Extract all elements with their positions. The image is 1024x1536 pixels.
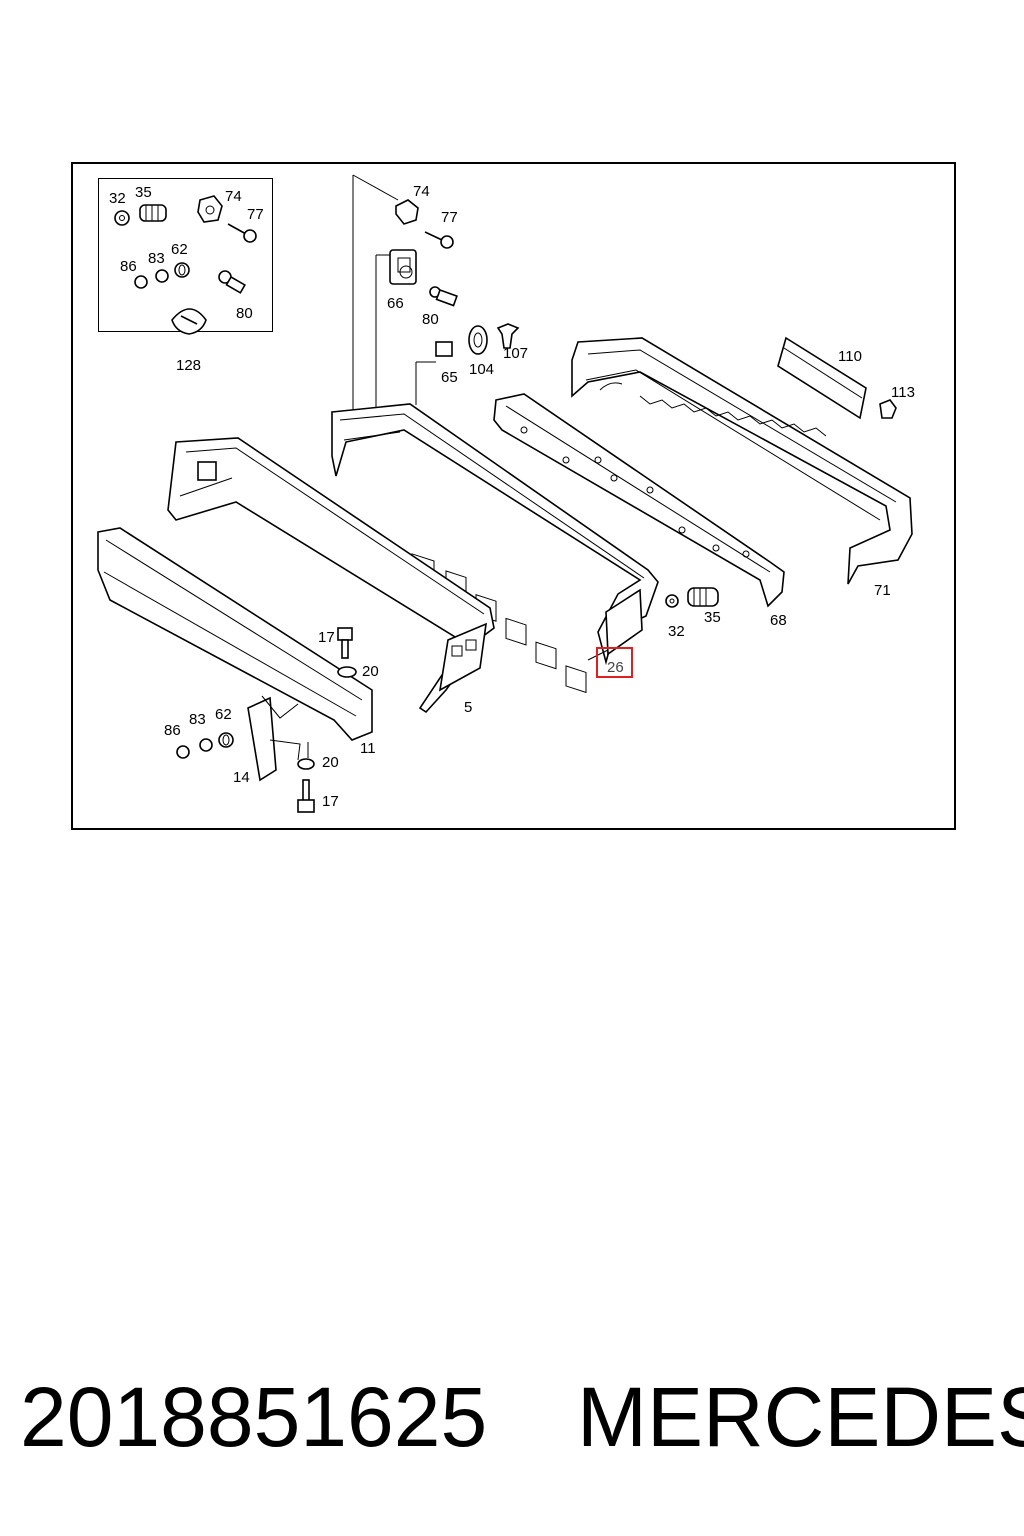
callout-11: 11 (360, 740, 376, 757)
callout-68: 68 (770, 612, 787, 629)
highlight-box-26 (596, 647, 633, 678)
callout-77: 77 (247, 206, 264, 223)
callout-110: 110 (838, 348, 862, 365)
callout-32: 32 (109, 190, 126, 207)
callout-17: 17 (318, 629, 335, 646)
right-fasteners (665, 587, 719, 608)
bracket-14-and-fasteners (176, 695, 315, 813)
callout-77: 77 (441, 209, 458, 226)
callout-32: 32 (668, 623, 685, 640)
top-center-hardware (352, 174, 520, 425)
bolt-17-20-upper (337, 627, 357, 678)
callout-86: 86 (164, 722, 181, 739)
callout-86: 86 (120, 258, 137, 275)
callout-14: 14 (233, 769, 250, 786)
callout-20: 20 (322, 754, 339, 771)
callout-80: 80 (422, 311, 439, 328)
part-11-lower-bumper (97, 527, 373, 741)
callout-71: 71 (874, 582, 891, 599)
callout-83: 83 (148, 250, 165, 267)
callout-66: 66 (387, 295, 404, 312)
callout-104: 104 (469, 361, 494, 378)
part-110-strip (777, 336, 897, 420)
callout-35: 35 (704, 609, 721, 626)
callout-62: 62 (171, 241, 188, 258)
part-number-text: 2018851625 (20, 1370, 488, 1464)
callout-83: 83 (189, 711, 206, 728)
diagram-frame (71, 162, 956, 830)
callout-128: 128 (176, 357, 201, 374)
callout-80: 80 (236, 305, 253, 322)
callout-17: 17 (322, 793, 339, 810)
callout-35: 35 (135, 184, 152, 201)
callout-5: 5 (464, 699, 472, 716)
callout-107: 107 (503, 345, 528, 362)
callout-113: 113 (891, 384, 915, 401)
part-71-bumper-cover (571, 337, 913, 585)
brand-text: MERCEDES (577, 1370, 1024, 1464)
inset-hardware (114, 195, 257, 335)
callout-26[interactable]: 26 (607, 659, 624, 676)
part-68-trim-strip (493, 393, 785, 608)
callout-62: 62 (215, 706, 232, 723)
callout-74: 74 (225, 188, 242, 205)
callout-20: 20 (362, 663, 379, 680)
callout-74: 74 (413, 183, 430, 200)
callout-65: 65 (441, 369, 458, 386)
part-5-bumper (167, 437, 495, 714)
